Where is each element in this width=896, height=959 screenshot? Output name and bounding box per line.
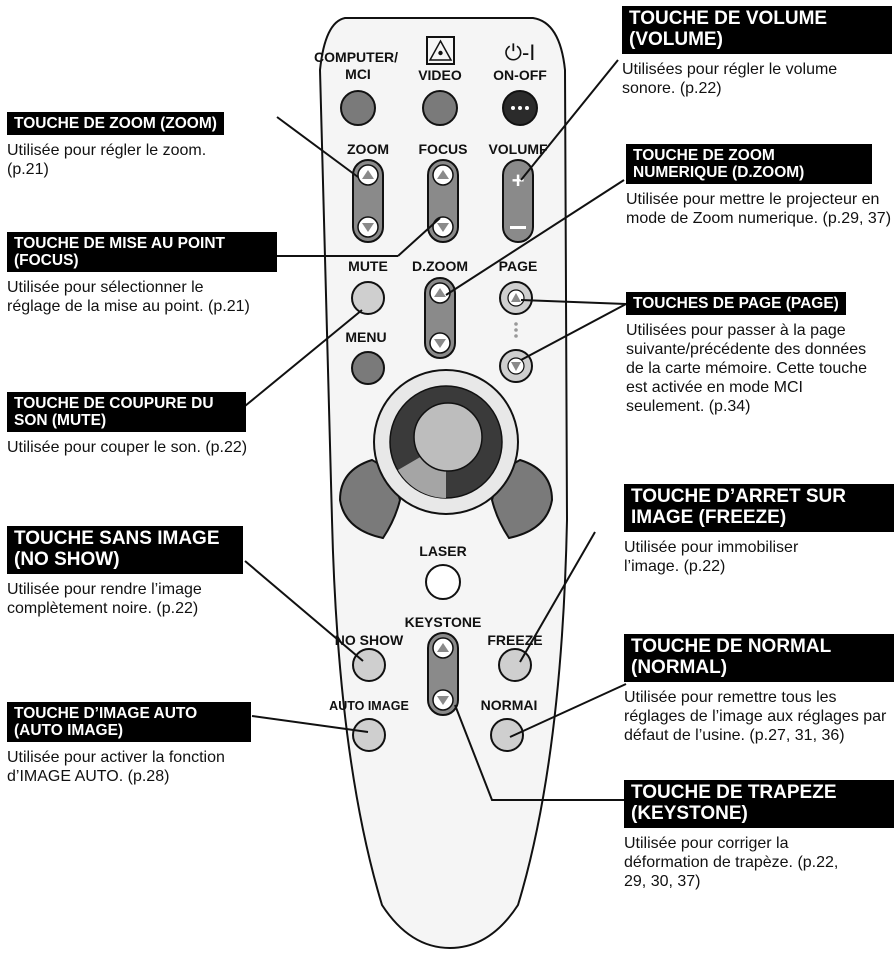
dzoom-label: D.ZOOM [412,258,468,274]
normal-button[interactable] [491,719,523,751]
laser-label: LASER [419,543,466,559]
normal-label: NORMAI [481,697,538,713]
on-off-label: ON-OFF [493,67,547,83]
menu-label: MENU [345,329,386,345]
no-show-button[interactable] [353,649,385,681]
page-label: PAGE [499,258,538,274]
dzoom-annotation-title: TOUCHE DE ZOOM NUMERIQUE (D.ZOOM) [626,144,872,184]
mute-annotation: TOUCHE DE COUPURE DU SON (MUTE) Utilisée… [7,392,277,457]
normal-annotation: TOUCHE DE NORMAL (NORMAL) Utilisée pour … [624,634,894,745]
computer-label-line2: MCI [345,66,371,82]
dzoom-annotation: TOUCHE DE ZOOM NUMERIQUE (D.ZOOM) Utilis… [626,144,894,228]
freeze-label: FREEZE [487,632,542,648]
mute-annotation-title: TOUCHE DE COUPURE DU SON (MUTE) [7,392,246,432]
freeze-annotation: TOUCHE D’ARRET SUR IMAGE (FREEZE) Utilis… [624,484,894,576]
dzoom-annotation-text: Utilisée pour mettre le projecteur en mo… [626,190,894,228]
zoom-annotation-text: Utilisée pour régler le zoom. (p.21) [7,141,222,179]
svg-text:+: + [512,168,525,193]
focus-annotation: TOUCHE DE MISE AU POINT (FOCUS) Utilisée… [7,232,277,316]
page-down-button[interactable] [500,350,532,382]
power-icon: ⏻-I [505,40,536,65]
freeze-annotation-title: TOUCHE D’ARRET SUR IMAGE (FREEZE) [624,484,894,532]
normal-annotation-title: TOUCHE DE NORMAL (NORMAL) [624,634,894,682]
page-up-button[interactable] [500,282,532,314]
focus-button[interactable] [428,160,458,242]
normal-annotation-text: Utilisée pour remettre tous les réglages… [624,688,889,745]
freeze-annotation-text: Utilisée pour immobiliser l’image. (p.22… [624,538,844,576]
volume-annotation: TOUCHE DE VOLUME (VOLUME) Utilisées pour… [622,6,894,98]
video-button[interactable] [423,91,457,125]
dots-icon [511,106,529,110]
zoom-annotation: TOUCHE DE ZOOM (ZOOM) Utilisée pour régl… [7,112,277,179]
video-label: VIDEO [418,67,462,83]
mute-button[interactable] [352,282,384,314]
page-annotation-text: Utilisées pour passer à la page suivante… [626,321,871,416]
menu-button[interactable] [352,352,384,384]
auto-image-annotation-title: TOUCHE D’IMAGE AUTO (AUTO IMAGE) [7,702,251,742]
dzoom-button[interactable] [425,278,455,358]
no-show-annotation: TOUCHE SANS IMAGE (NO SHOW) Utilisée pou… [7,526,277,618]
mute-label: MUTE [348,258,388,274]
page-annotation-title: TOUCHES DE PAGE (PAGE) [626,292,846,315]
computer-mci-button[interactable] [341,91,375,125]
auto-image-label: AUTO IMAGE [329,699,409,713]
laser-button[interactable] [426,565,460,599]
no-show-annotation-title: TOUCHE SANS IMAGE (NO SHOW) [7,526,243,574]
freeze-button[interactable] [499,649,531,681]
page-dots [514,322,518,338]
focus-label: FOCUS [419,141,468,157]
page-annotation: TOUCHES DE PAGE (PAGE) Utilisées pour pa… [626,292,894,416]
mute-annotation-text: Utilisée pour couper le son. (p.22) [7,438,277,457]
volume-annotation-title: TOUCHE DE VOLUME (VOLUME) [622,6,892,54]
auto-image-button[interactable] [353,719,385,751]
focus-annotation-text: Utilisée pour sélectionner le réglage de… [7,278,257,316]
volume-label: VOLUMF [488,141,548,157]
zoom-label: ZOOM [347,141,389,157]
zoom-button[interactable] [353,160,383,242]
keystone-annotation-title: TOUCHE DE TRAPEZE (KEYSTONE) [624,780,894,828]
no-show-annotation-text: Utilisée pour rendre l’image complètemen… [7,580,222,618]
keystone-label: KEYSTONE [405,614,482,630]
keystone-button[interactable] [428,633,458,715]
keystone-annotation-text: Utilisée pour corriger la déformation de… [624,834,844,891]
keystone-annotation: TOUCHE DE TRAPEZE (KEYSTONE) Utilisée po… [624,780,894,891]
focus-annotation-title: TOUCHE DE MISE AU POINT (FOCUS) [7,232,277,272]
zoom-annotation-title: TOUCHE DE ZOOM (ZOOM) [7,112,224,135]
auto-image-annotation-text: Utilisée pour activer la fonction d’IMAG… [7,748,282,786]
auto-image-annotation: TOUCHE D’IMAGE AUTO (AUTO IMAGE) Utilisé… [7,702,282,786]
volume-annotation-text: Utilisées pour régler le volume sonore. … [622,60,842,98]
